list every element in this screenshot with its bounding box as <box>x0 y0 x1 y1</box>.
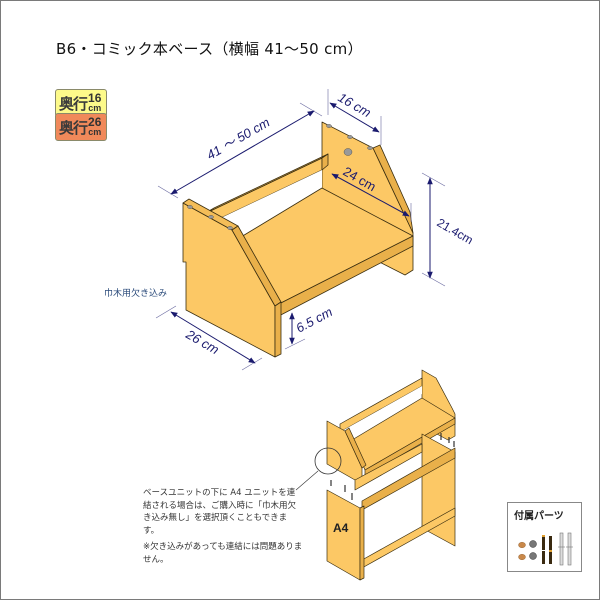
badge-unit: cm <box>88 103 102 113</box>
wood-dowel-icon <box>518 542 526 561</box>
stacked-assembly <box>326 369 456 581</box>
connector-bolt-icon <box>542 535 552 564</box>
detail-magnifier-circle <box>314 447 342 475</box>
parts-icons <box>518 532 573 566</box>
badge-kanji: 奥行 <box>59 94 88 113</box>
included-parts-title: 付属パーツ <box>514 511 564 522</box>
page-title: B6・コミック本ベース（横幅 41～50 cm） <box>56 40 363 58</box>
badge-number: 26 <box>88 115 102 129</box>
badge-kanji: 奥行 <box>59 118 88 137</box>
screw-icon <box>558 532 573 566</box>
notch-label: 巾木用欠き込み <box>104 289 168 299</box>
top-depth-dimension-label: 16 cm <box>336 90 374 121</box>
height-dimension-label: 21.4cm <box>435 215 476 247</box>
connection-note-main: ベースユニットの下に A4 ユニットを連結される場合は、ご購入時に「巾木用欠き込… <box>143 488 297 536</box>
depth-16-badge[interactable]: 奥行 16 cm <box>55 89 107 117</box>
badge-unit: cm <box>88 127 102 137</box>
connection-note-footnote: ※欠き込みがあっても連結には問題ありません。 <box>143 542 303 565</box>
included-parts-box: 付属パーツ <box>507 502 582 572</box>
cam-lock-icon <box>529 540 537 560</box>
connection-notes: ベースユニットの下に A4 ユニットを連結される場合は、ご購入時に「巾木用欠き込… <box>143 487 303 570</box>
badge-number: 16 <box>88 91 102 105</box>
depth-26-badge[interactable]: 奥行 26 cm <box>55 113 107 141</box>
a4-unit-label: A4 <box>333 521 349 535</box>
shelf-height-dimension-label: 6.5 cm <box>293 304 335 336</box>
